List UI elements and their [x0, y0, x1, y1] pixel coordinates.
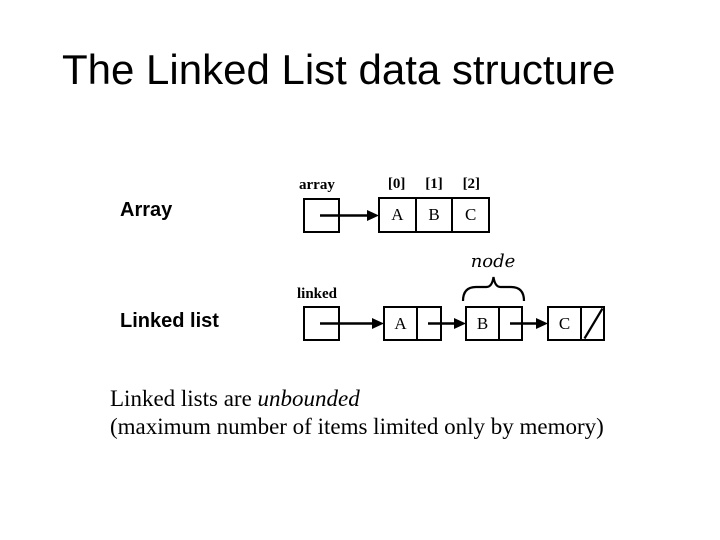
array-section-label: Array [120, 199, 173, 221]
footer-text: Linked lists are unbounded (maximum numb… [110, 385, 604, 440]
array-pointer-box [303, 198, 340, 233]
node-a-data: A [385, 308, 418, 339]
linked-node-b: B [465, 306, 523, 341]
array-index-2: [2] [462, 176, 481, 192]
node-c-data: C [549, 308, 582, 339]
array-cell-1: B [414, 199, 452, 231]
node-a-next-cell [418, 308, 440, 339]
linked-node-a: A [383, 306, 442, 341]
array-index-0: [0] [387, 176, 406, 192]
linked-pointer-name: linked [297, 286, 338, 302]
array-index-1: [1] [425, 176, 443, 192]
array-cell-2: C [451, 199, 488, 231]
linked-list-section-label: Linked list [120, 310, 219, 332]
linked-pointer-box [303, 306, 340, 341]
node-c-next-cell [582, 308, 603, 339]
array-cell-0: A [391, 205, 404, 224]
footer-line1-prefix: Linked lists are [110, 386, 258, 411]
node-brace [461, 276, 526, 302]
slide-title: The Linked List data structure [62, 46, 616, 93]
array-index-labels: [0] [1] [2] [378, 176, 490, 193]
node-annotation-label: node [470, 251, 516, 272]
linked-node-c: C [547, 306, 605, 341]
footer-line-2: (maximum number of items limited only by… [110, 413, 604, 439]
array-pointer-name: array [299, 177, 335, 193]
node-b-data: B [467, 308, 500, 339]
footer-line1-italic: unbounded [257, 386, 360, 411]
footer-line-1: Linked lists are unbounded [110, 385, 604, 413]
array-cells: A B C [378, 197, 490, 233]
node-b-next-cell [500, 308, 521, 339]
